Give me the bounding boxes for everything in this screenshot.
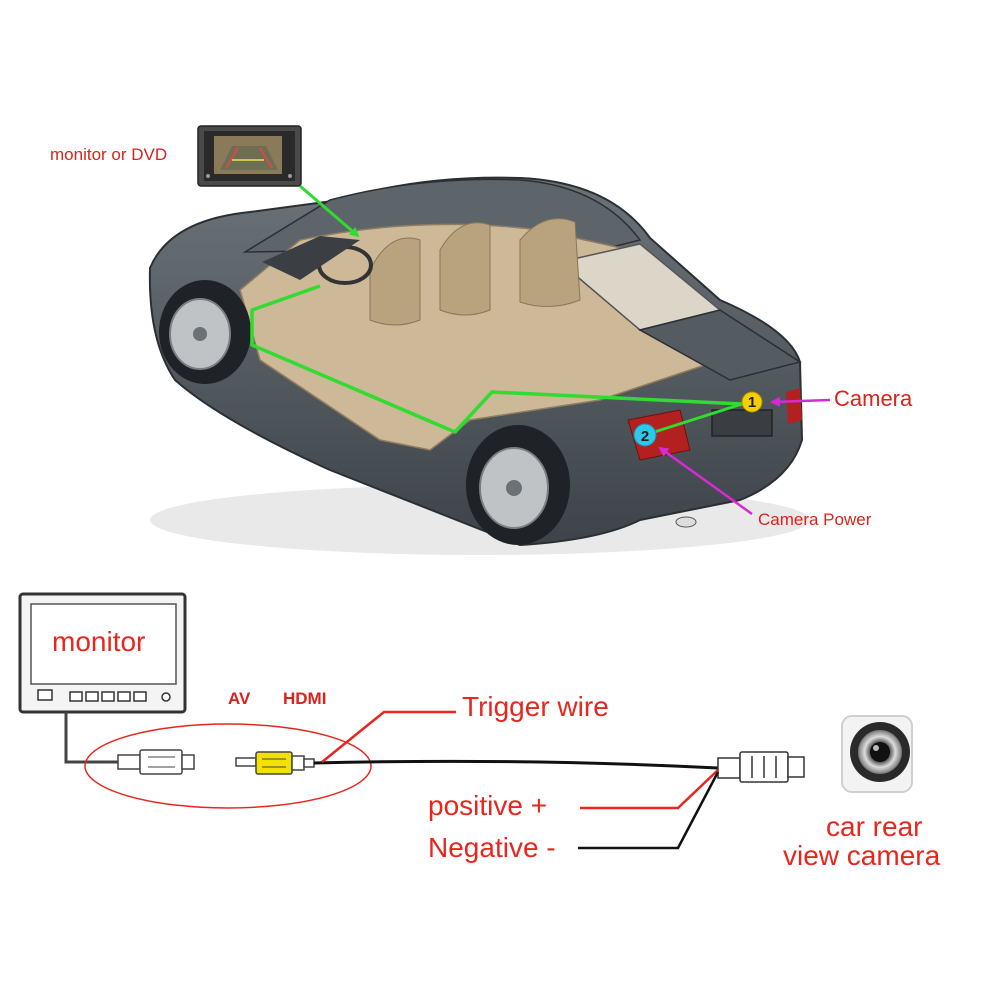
car-cutaway-icon <box>148 176 810 555</box>
dvd-monitor-icon <box>197 125 302 187</box>
power-marker: 2 <box>633 423 657 447</box>
camera-pointer-arrow <box>770 396 831 407</box>
monitor-cable <box>64 712 118 764</box>
camera-connector <box>717 751 805 783</box>
cable-route-line <box>250 284 743 434</box>
monitor-label: monitor <box>52 626 146 657</box>
trigger-wire-line <box>321 710 456 763</box>
positive-wire-line <box>580 769 719 810</box>
camera-marker: 1 <box>741 391 763 413</box>
negative-wire-line <box>578 771 720 850</box>
power-marker-number: 2 <box>641 428 649 445</box>
power-branch-line <box>644 402 743 437</box>
negative-label: Negative - <box>428 832 556 863</box>
dvd-to-car-arrow <box>299 184 360 238</box>
camera-marker-number: 1 <box>748 394 756 411</box>
camera-label: Camera <box>834 386 913 411</box>
power-pointer-arrow <box>658 446 753 516</box>
monitor-or-dvd-label: monitor or DVD <box>50 145 168 164</box>
monitor-connector <box>117 749 195 775</box>
trigger-wire-label: Trigger wire <box>462 691 609 722</box>
monitor-screen-icon <box>18 592 187 714</box>
rca-av-connector <box>235 751 315 775</box>
rear-camera-label-line2: view camera <box>783 840 941 871</box>
camera-power-label: Camera Power <box>758 510 872 529</box>
rear-camera-label-line1: car rear <box>826 811 923 842</box>
video-cable <box>313 759 719 770</box>
connector-highlight-ellipse <box>84 723 372 809</box>
hdmi-label: HDMI <box>283 689 327 708</box>
av-label: AV <box>228 689 251 708</box>
positive-label: positive + <box>428 790 548 821</box>
rear-camera-lens-icon <box>841 715 913 793</box>
